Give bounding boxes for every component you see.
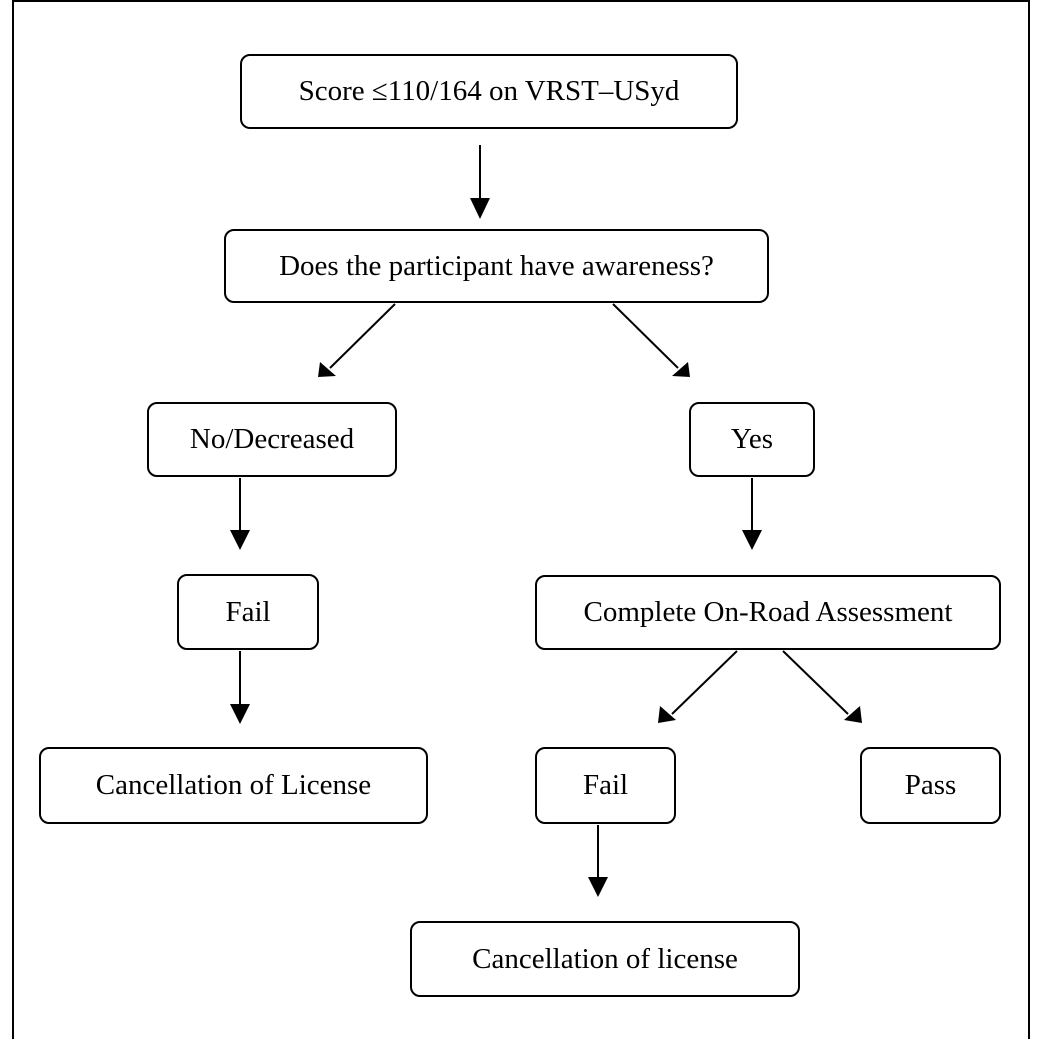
arrowhead-score-to-awareness: [470, 198, 490, 219]
arrow-complete-to-fail: [671, 650, 738, 715]
arrowhead-complete-to-fail: [658, 706, 676, 723]
node-complete-onroad: Complete On-Road Assessment: [535, 575, 1001, 650]
node-fail-left-label: Fail: [225, 595, 271, 628]
node-cancellation-bottom-label: Cancellation of license: [472, 942, 738, 975]
node-cancellation-left-label: Cancellation of License: [95, 769, 372, 801]
arrow-awareness-to-yes: [612, 303, 679, 369]
arrowhead-fail-to-cancellation-bottom: [588, 877, 608, 897]
node-pass: Pass: [860, 747, 1001, 824]
diagram-frame: [12, 0, 1030, 1039]
node-fail-left: Fail: [177, 574, 319, 650]
node-no-decreased-label: No/Decreased: [189, 423, 355, 455]
node-score: Score ≤110/164 on VRST–USyd: [240, 54, 738, 129]
node-cancellation-left: Cancellation of License: [39, 747, 428, 824]
node-yes-label: Yes: [730, 423, 774, 455]
node-pass-label: Pass: [904, 769, 957, 801]
node-cancellation-bottom: Cancellation of license: [410, 921, 800, 997]
arrowhead-complete-to-pass: [844, 706, 862, 723]
node-yes: Yes: [689, 402, 815, 477]
node-awareness: Does the participant have awareness?: [224, 229, 769, 303]
arrow-awareness-to-no: [329, 303, 396, 369]
arrowhead-awareness-to-no: [318, 362, 336, 377]
arrowhead-awareness-to-yes: [672, 362, 690, 377]
node-no-decreased: No/Decreased: [147, 402, 397, 477]
node-fail-right: Fail: [535, 747, 676, 824]
arrowhead-no-to-fail: [230, 530, 250, 550]
arrow-complete-to-pass: [782, 650, 849, 715]
node-complete-onroad-label: Complete On-Road Assessment: [583, 596, 953, 628]
node-awareness-label: Does the participant have awareness?: [279, 249, 714, 282]
node-score-label: Score ≤110/164 on VRST–USyd: [298, 75, 680, 107]
arrowhead-yes-to-complete: [742, 530, 762, 550]
node-fail-right-label: Fail: [582, 769, 629, 801]
arrowhead-fail-to-cancellation: [230, 704, 250, 724]
